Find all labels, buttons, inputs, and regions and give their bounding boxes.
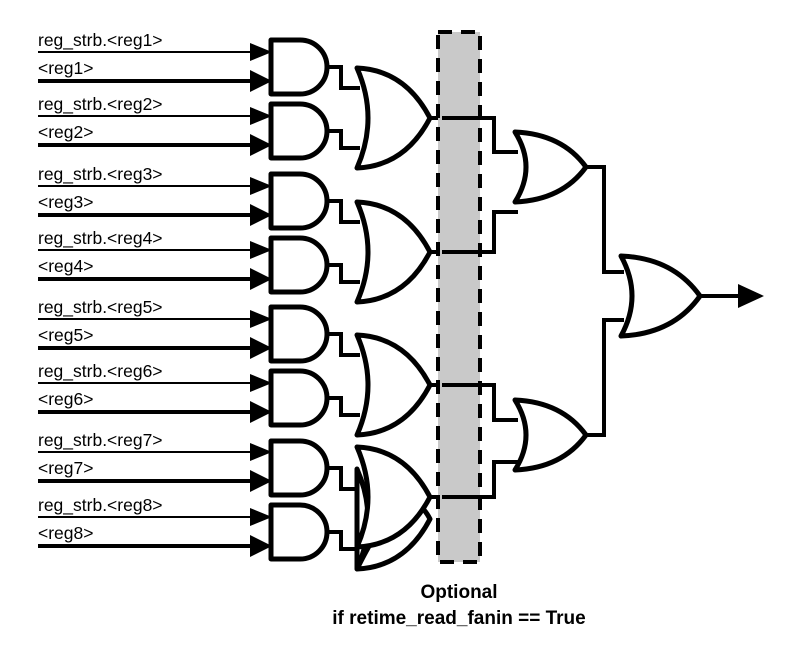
input-data-label-reg7: <reg7> bbox=[38, 458, 93, 478]
input-data-label-reg1: <reg1> bbox=[38, 58, 93, 78]
input-strobe-arrow-reg4 bbox=[250, 241, 272, 259]
or-gate-l1-2 bbox=[354, 199, 446, 305]
input-data-arrow-reg1 bbox=[250, 70, 272, 92]
input-group-reg7: reg_strb.<reg7> <reg7> bbox=[38, 430, 272, 492]
input-data-label-reg3: <reg3> bbox=[38, 192, 93, 212]
input-group-reg3: reg_strb.<reg3> <reg3> bbox=[38, 164, 272, 226]
input-strobe-arrow-reg1 bbox=[250, 43, 272, 61]
and-gate-3 bbox=[268, 171, 360, 231]
input-data-label-reg8: <reg8> bbox=[38, 523, 93, 543]
input-data-label-reg5: <reg5> bbox=[38, 325, 93, 345]
input-strobe-label-reg7: reg_strb.<reg7> bbox=[38, 430, 163, 451]
input-data-arrow-reg8 bbox=[250, 535, 272, 557]
input-strobe-label-reg4: reg_strb.<reg4> bbox=[38, 228, 163, 249]
input-data-arrow-reg4 bbox=[250, 268, 272, 290]
input-strobe-label-reg6: reg_strb.<reg6> bbox=[38, 361, 163, 382]
input-strobe-arrow-reg6 bbox=[250, 374, 272, 392]
or-gate-l1-4 bbox=[354, 444, 446, 572]
and-gate-1 bbox=[268, 37, 360, 97]
or-gate-l2-1 bbox=[512, 129, 624, 274]
input-data-arrow-reg5 bbox=[250, 337, 272, 359]
route-l1-1-to-l2-1 bbox=[478, 116, 518, 154]
input-strobe-arrow-reg8 bbox=[250, 508, 272, 526]
route-l1-3-to-l2-2 bbox=[478, 383, 518, 422]
route-l1-2-to-l2-1 bbox=[478, 210, 518, 254]
or-gate-output bbox=[618, 253, 764, 339]
optional-retiming-region bbox=[436, 30, 482, 564]
input-strobe-label-reg8: reg_strb.<reg8> bbox=[38, 495, 163, 516]
and-gate-5 bbox=[268, 304, 360, 364]
and-gate-4 bbox=[268, 235, 360, 295]
input-strobe-arrow-reg7 bbox=[250, 443, 272, 461]
route-l1-4-to-l2-2 bbox=[478, 460, 518, 499]
and-gate-2 bbox=[268, 101, 360, 161]
input-data-label-reg2: <reg2> bbox=[38, 122, 93, 142]
input-group-reg8: reg_strb.<reg8> <reg8> bbox=[38, 495, 272, 557]
input-group-reg6: reg_strb.<reg6> <reg6> bbox=[38, 361, 272, 423]
input-strobe-label-reg2: reg_strb.<reg2> bbox=[38, 94, 163, 115]
input-strobe-arrow-reg2 bbox=[250, 107, 272, 125]
input-group-reg2: reg_strb.<reg2> <reg2> bbox=[38, 94, 272, 156]
or-gate-l2-2 bbox=[512, 318, 624, 473]
output-arrow-icon bbox=[738, 284, 764, 308]
or-gate-l1-3 bbox=[354, 332, 446, 438]
input-data-arrow-reg3 bbox=[250, 204, 272, 226]
input-strobe-arrow-reg5 bbox=[250, 310, 272, 328]
input-data-label-reg4: <reg4> bbox=[38, 256, 93, 276]
input-strobe-label-reg5: reg_strb.<reg5> bbox=[38, 297, 163, 318]
input-strobe-arrow-reg3 bbox=[250, 177, 272, 195]
or-gate-l1-1 bbox=[354, 65, 446, 171]
and-gate-8 bbox=[268, 502, 360, 562]
and-gate-6 bbox=[268, 368, 360, 428]
input-group-reg5: reg_strb.<reg5> <reg5> bbox=[38, 297, 272, 359]
input-data-arrow-reg6 bbox=[250, 401, 272, 423]
input-group-reg1: reg_strb.<reg1> <reg1> bbox=[38, 30, 272, 92]
input-data-arrow-reg7 bbox=[250, 470, 272, 492]
input-group-reg4: reg_strb.<reg4> <reg4> bbox=[38, 228, 272, 290]
input-strobe-label-reg3: reg_strb.<reg3> bbox=[38, 164, 163, 185]
optional-caption-line1: Optional bbox=[420, 582, 497, 603]
optional-caption-line2: if retime_read_fanin == True bbox=[332, 608, 585, 629]
and-gate-7 bbox=[268, 438, 360, 498]
input-data-label-reg6: <reg6> bbox=[38, 389, 93, 409]
input-data-arrow-reg2 bbox=[250, 134, 272, 156]
input-strobe-label-reg1: reg_strb.<reg1> bbox=[38, 30, 163, 51]
